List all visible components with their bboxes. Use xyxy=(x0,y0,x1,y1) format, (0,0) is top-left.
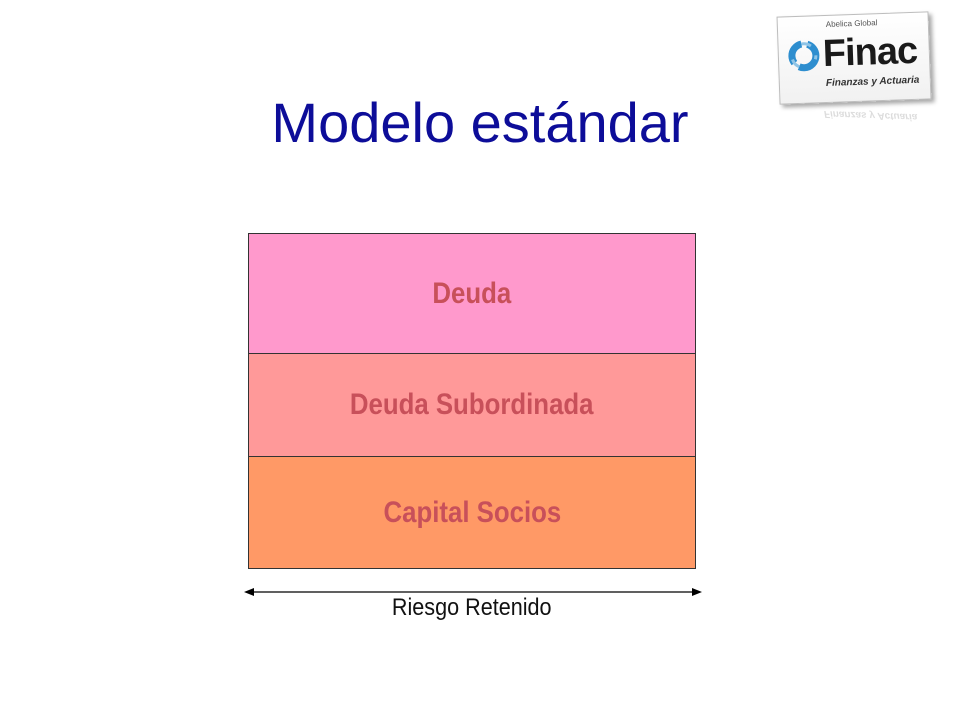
axis-label: Riesgo Retenido xyxy=(248,594,696,622)
finac-logo: Abelica Global Finac Finanzas y Actuaria xyxy=(776,11,932,105)
layer-deuda-subordinada: Deuda Subordinada xyxy=(248,353,696,457)
layer-capital-socios-label: Capital Socios xyxy=(383,495,561,529)
layer-capital-socios: Capital Socios xyxy=(248,456,696,569)
layer-deuda-label: Deuda xyxy=(432,276,512,310)
double-arrow-icon xyxy=(244,588,702,596)
finac-ring-icon xyxy=(788,40,820,72)
logo-tagline: Finanzas y Actuaria xyxy=(825,74,920,89)
slide-title: Modelo estándar xyxy=(271,91,689,154)
layer-deuda: Deuda xyxy=(248,233,696,354)
logo-top-text: Abelica Global xyxy=(825,18,878,29)
layer-deuda-subordinada-label: Deuda Subordinada xyxy=(350,388,594,421)
logo-name: Finac xyxy=(822,29,918,76)
axis-label-text: Riesgo Retenido xyxy=(392,594,552,621)
